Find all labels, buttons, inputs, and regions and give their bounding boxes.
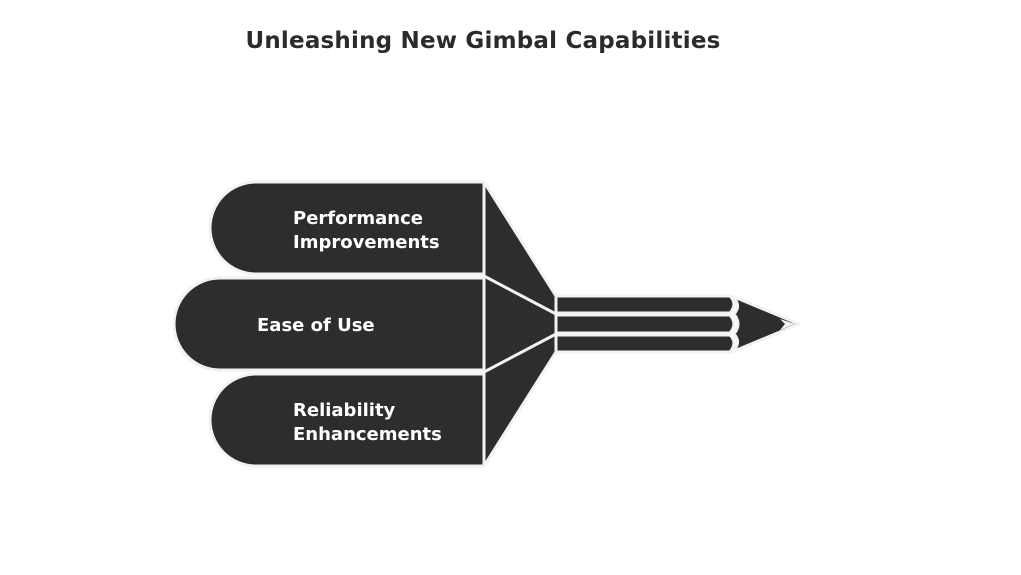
shaft-stripe-middle	[554, 313, 736, 335]
segment-ease-of-use	[172, 276, 486, 372]
shaft-stripe-bottom	[554, 333, 736, 354]
tip-graphite-icon	[780, 319, 795, 330]
diagram-title: Unleashing New Gimbal Capabilities	[245, 28, 721, 54]
item-label-performance: Performance Improvements	[293, 208, 440, 253]
pencil-shape	[172, 180, 801, 468]
segment-reliability	[208, 372, 486, 468]
item-label-ease-of-use: Ease of Use	[257, 315, 375, 336]
pencil-tip	[730, 294, 801, 354]
item-label-reliability: Reliability Enhancements	[293, 400, 442, 445]
shaft-stripe-top	[554, 294, 736, 315]
segment-performance	[208, 180, 486, 276]
connector-lines	[482, 182, 557, 466]
pencil-cone	[482, 180, 558, 468]
